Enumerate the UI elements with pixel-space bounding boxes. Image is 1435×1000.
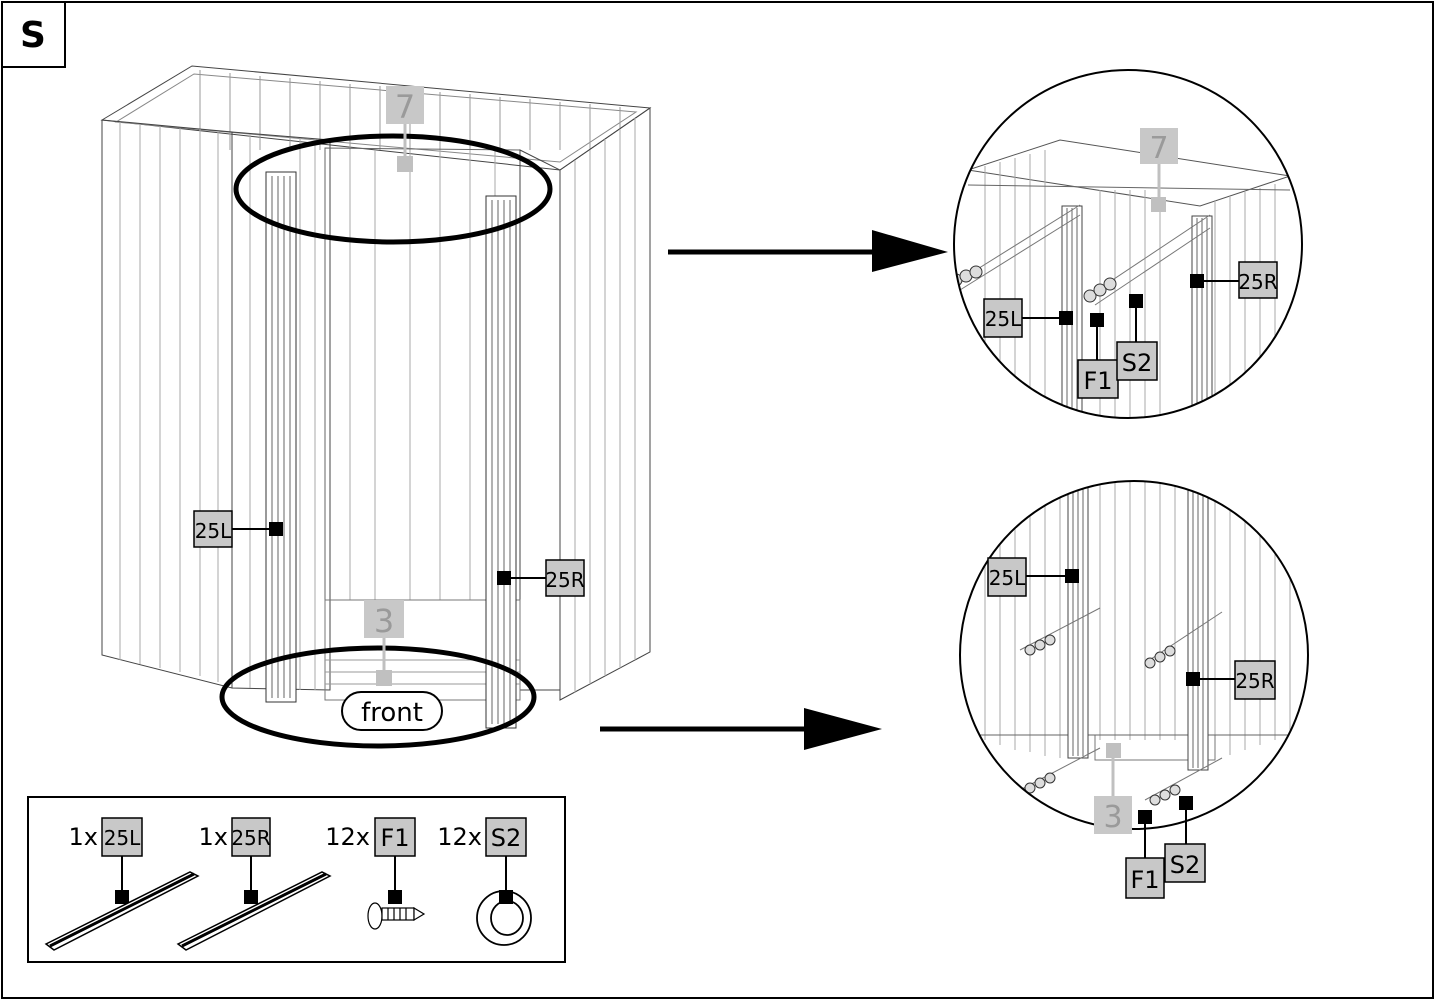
part-7-label: 7 — [395, 88, 415, 126]
shed-illustration — [100, 65, 652, 729]
washer-icon — [476, 890, 532, 946]
callout-part-7: 7 — [386, 86, 424, 172]
bottom-highlight-ellipse — [219, 645, 537, 749]
post-25R-label: 25R — [545, 568, 584, 592]
parts-item-S2: 12x S2 — [437, 817, 532, 946]
bottom-detail-circle: 25L 25R 3 F1 S2 — [959, 480, 1309, 899]
svg-text:12x: 12x — [325, 823, 370, 851]
callout-25L: 25L — [193, 510, 283, 548]
callout-25R: 25R — [497, 559, 585, 597]
svg-text:1x: 1x — [69, 823, 98, 851]
svg-text:F1: F1 — [1083, 367, 1112, 395]
svg-text:front: front — [361, 698, 423, 728]
parts-list-box: 1x 25L 1x 25R 12x F1 — [27, 796, 566, 963]
arrow-to-bottom-detail — [600, 708, 882, 750]
svg-text:F1: F1 — [1130, 866, 1159, 894]
post-rail-icon — [44, 871, 200, 951]
screw-icon — [367, 902, 426, 930]
front-label: front — [341, 691, 443, 731]
svg-text:12x: 12x — [437, 823, 482, 851]
svg-text:F1: F1 — [380, 824, 409, 852]
callout-part-3: 3 — [364, 600, 404, 686]
parts-item-25R: 1x 25R — [176, 817, 332, 951]
top-detail-S2: S2 — [1116, 294, 1158, 381]
svg-text:25L: 25L — [989, 566, 1026, 590]
svg-text:S2: S2 — [1122, 349, 1153, 377]
bottom-detail-part-3: 3 — [1094, 743, 1132, 835]
bottom-detail-25L: 25L — [987, 557, 1079, 597]
top-detail-F1: F1 — [1077, 313, 1119, 399]
svg-text:25R: 25R — [1238, 270, 1277, 294]
bottom-detail-25R: 25R — [1186, 660, 1276, 700]
svg-text:S2: S2 — [491, 824, 522, 852]
bottom-detail-S2: S2 — [1164, 796, 1206, 883]
step-letter: S — [20, 15, 46, 56]
arrow-to-top-detail — [668, 230, 948, 272]
top-detail-part-7: 7 — [1140, 128, 1178, 212]
svg-text:1x: 1x — [199, 823, 228, 851]
parts-item-25L: 1x 25L — [44, 817, 200, 951]
svg-text:25L: 25L — [104, 826, 141, 850]
svg-text:3: 3 — [1103, 800, 1122, 835]
post-25L-label: 25L — [195, 519, 232, 543]
bottom-detail-F1: F1 — [1125, 810, 1165, 899]
top-highlight-ellipse — [233, 133, 553, 245]
parts-item-F1: 12x F1 — [325, 817, 426, 930]
top-detail-circle: 7 25L 25R F1 S2 — [953, 69, 1303, 419]
top-detail-25R: 25R — [1190, 261, 1278, 299]
svg-text:S2: S2 — [1170, 851, 1201, 879]
post-rail-icon — [176, 871, 332, 951]
svg-text:25R: 25R — [1235, 669, 1274, 693]
svg-text:7: 7 — [1149, 131, 1168, 166]
top-detail-25L: 25L — [983, 298, 1073, 338]
svg-text:25L: 25L — [985, 307, 1022, 331]
part-3-label: 3 — [374, 602, 394, 640]
svg-text:25R: 25R — [231, 826, 270, 850]
